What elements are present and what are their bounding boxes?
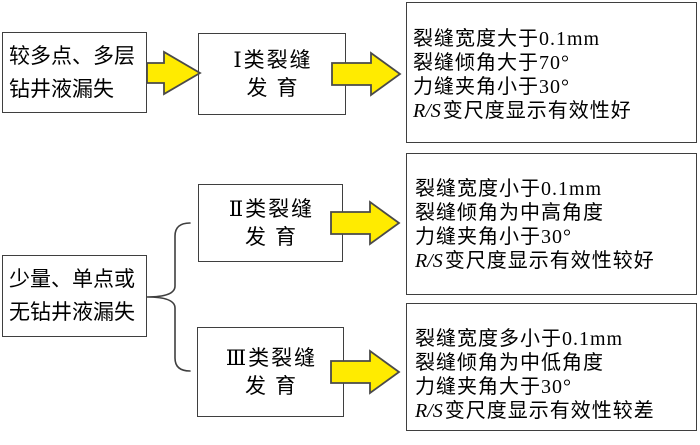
class-box-line: 发育 xyxy=(245,374,305,398)
class-box-3: Ⅲ类裂缝 发育 xyxy=(197,327,344,417)
result-line: 裂缝宽度小于0.1mm xyxy=(415,178,603,200)
source-box-many-leakage: 较多点、多层 钻井液漏失 xyxy=(2,32,147,113)
class-box-2: Ⅱ类裂缝 发育 xyxy=(198,184,343,262)
class-box-line: 发育 xyxy=(245,225,305,249)
result-line: 裂缝宽度多小于0.1mm xyxy=(415,328,624,350)
result-line: 裂缝倾角为中低角度 xyxy=(415,352,604,374)
result-line: 裂缝倾角为中高角度 xyxy=(415,202,604,224)
source-box-line: 较多点、多层 xyxy=(9,43,135,68)
flow-arrow-2 xyxy=(331,51,402,97)
brace-connector xyxy=(146,222,191,372)
rs-symbol: R/S xyxy=(415,400,443,422)
class-box-line: Ⅰ类裂缝 xyxy=(233,48,313,72)
source-box-line: 无钻井液漏失 xyxy=(9,300,135,324)
result-line: 力缝夹角小于30° xyxy=(413,76,570,98)
flow-arrow-3 xyxy=(330,200,401,246)
result-line-text: 变尺度显示有效性好 xyxy=(442,100,632,122)
result-line: 力缝夹角小于30° xyxy=(415,226,572,248)
flow-arrow-4 xyxy=(330,349,401,395)
rs-symbol: R/S xyxy=(413,100,441,122)
result-line-text: 变尺度显示有效性较差 xyxy=(444,400,655,422)
source-box-line: 钻井液漏失 xyxy=(9,76,114,101)
class-box-line: 发育 xyxy=(246,76,307,100)
result-line: 裂缝倾角大于70° xyxy=(413,52,570,74)
class-box-line: Ⅲ类裂缝 xyxy=(225,346,318,370)
result-line: 裂缝宽度大于0.1mm xyxy=(413,28,601,50)
result-line-text: 变尺度显示有效性较好 xyxy=(444,250,655,272)
source-box-line: 少量、单点或 xyxy=(9,267,135,291)
flow-arrow-1 xyxy=(146,50,202,96)
class-box-line: Ⅱ类裂缝 xyxy=(228,197,315,221)
class-box-1: Ⅰ类裂缝 发育 xyxy=(198,33,346,115)
result-line: 力缝夹角大于30° xyxy=(415,376,572,398)
source-box-little-leakage: 少量、单点或 无钻井液漏失 xyxy=(2,255,147,337)
rs-symbol: R/S xyxy=(415,250,443,272)
